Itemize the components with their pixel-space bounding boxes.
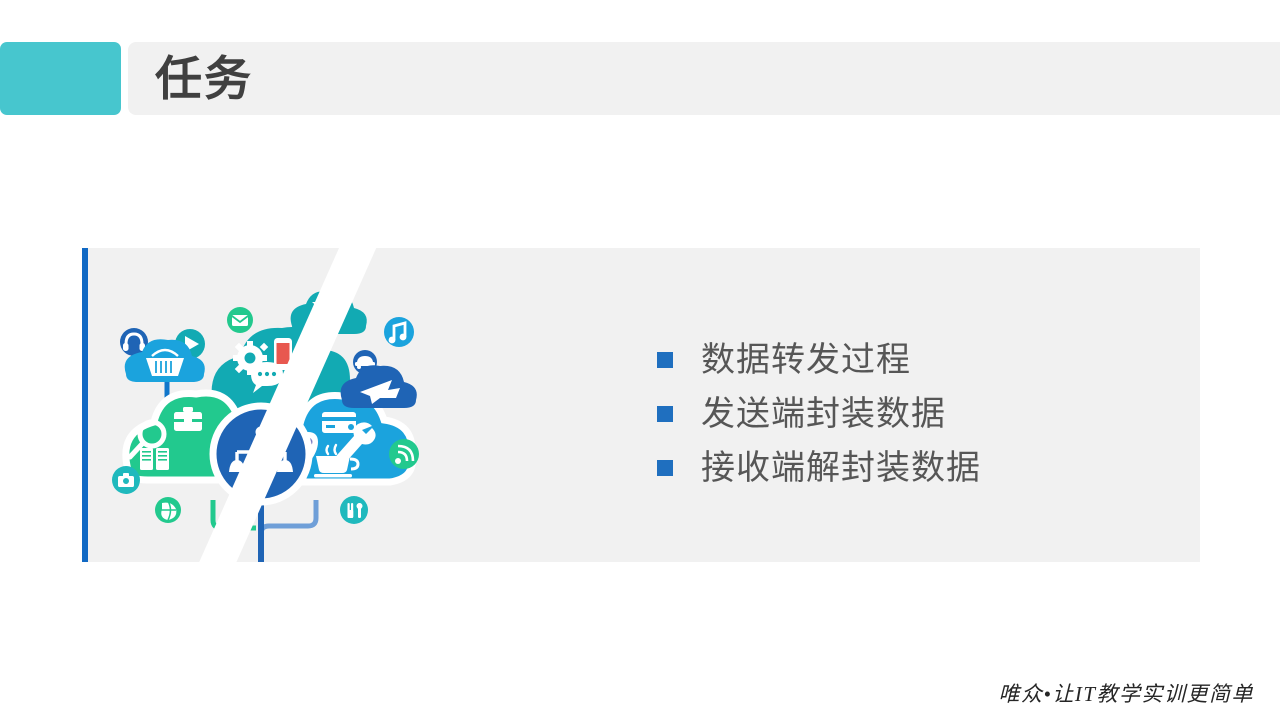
content-panel: 数据转发过程 发送端封装数据 接收端解封装数据: [82, 248, 1200, 562]
cutlery-icon: [340, 496, 368, 524]
wrench-icon: [336, 422, 376, 464]
headphones-icon: [120, 328, 148, 356]
footer-brand-text: 唯众•让IT教学实训更简单: [998, 682, 1254, 706]
bullet-list: 数据转发过程 发送端封装数据 接收端解封装数据: [657, 333, 981, 495]
bullet-label: 接收端解封装数据: [701, 449, 981, 487]
photo-id-icon: [112, 466, 140, 494]
slide-header: [0, 42, 1280, 115]
magnifier-icon: [127, 419, 167, 460]
briefcase-icon: [172, 407, 204, 431]
envelope-icon: [227, 307, 253, 333]
airplane-icon: [340, 365, 417, 408]
bullet-label: 发送端封装数据: [701, 395, 946, 433]
page-title: 任务: [155, 52, 253, 105]
header-title-bar: [128, 42, 1280, 115]
header-accent-chip: [0, 42, 121, 115]
cloud-computing-illustration: [104, 282, 434, 562]
bullet-square-icon: [657, 352, 673, 368]
smartphone-icon: [274, 338, 292, 370]
music-note-icon: [384, 317, 414, 347]
globe-icon: [155, 497, 181, 523]
bullet-label: 数据转发过程: [701, 341, 911, 379]
shopping-basket-icon: [124, 339, 205, 382]
coffee-cup-icon: [314, 443, 360, 478]
list-item: 接收端解封装数据: [657, 441, 981, 495]
books-icon: [140, 448, 169, 470]
bullet-square-icon: [657, 406, 673, 422]
rss-signal-icon: [389, 439, 419, 469]
chat-bubble-icon: [251, 362, 283, 393]
list-item: 数据转发过程: [657, 333, 981, 387]
credit-card-icon: [322, 412, 356, 433]
bullet-square-icon: [657, 460, 673, 476]
panel-left-accent-bar: [82, 248, 88, 562]
list-item: 发送端封装数据: [657, 387, 981, 441]
